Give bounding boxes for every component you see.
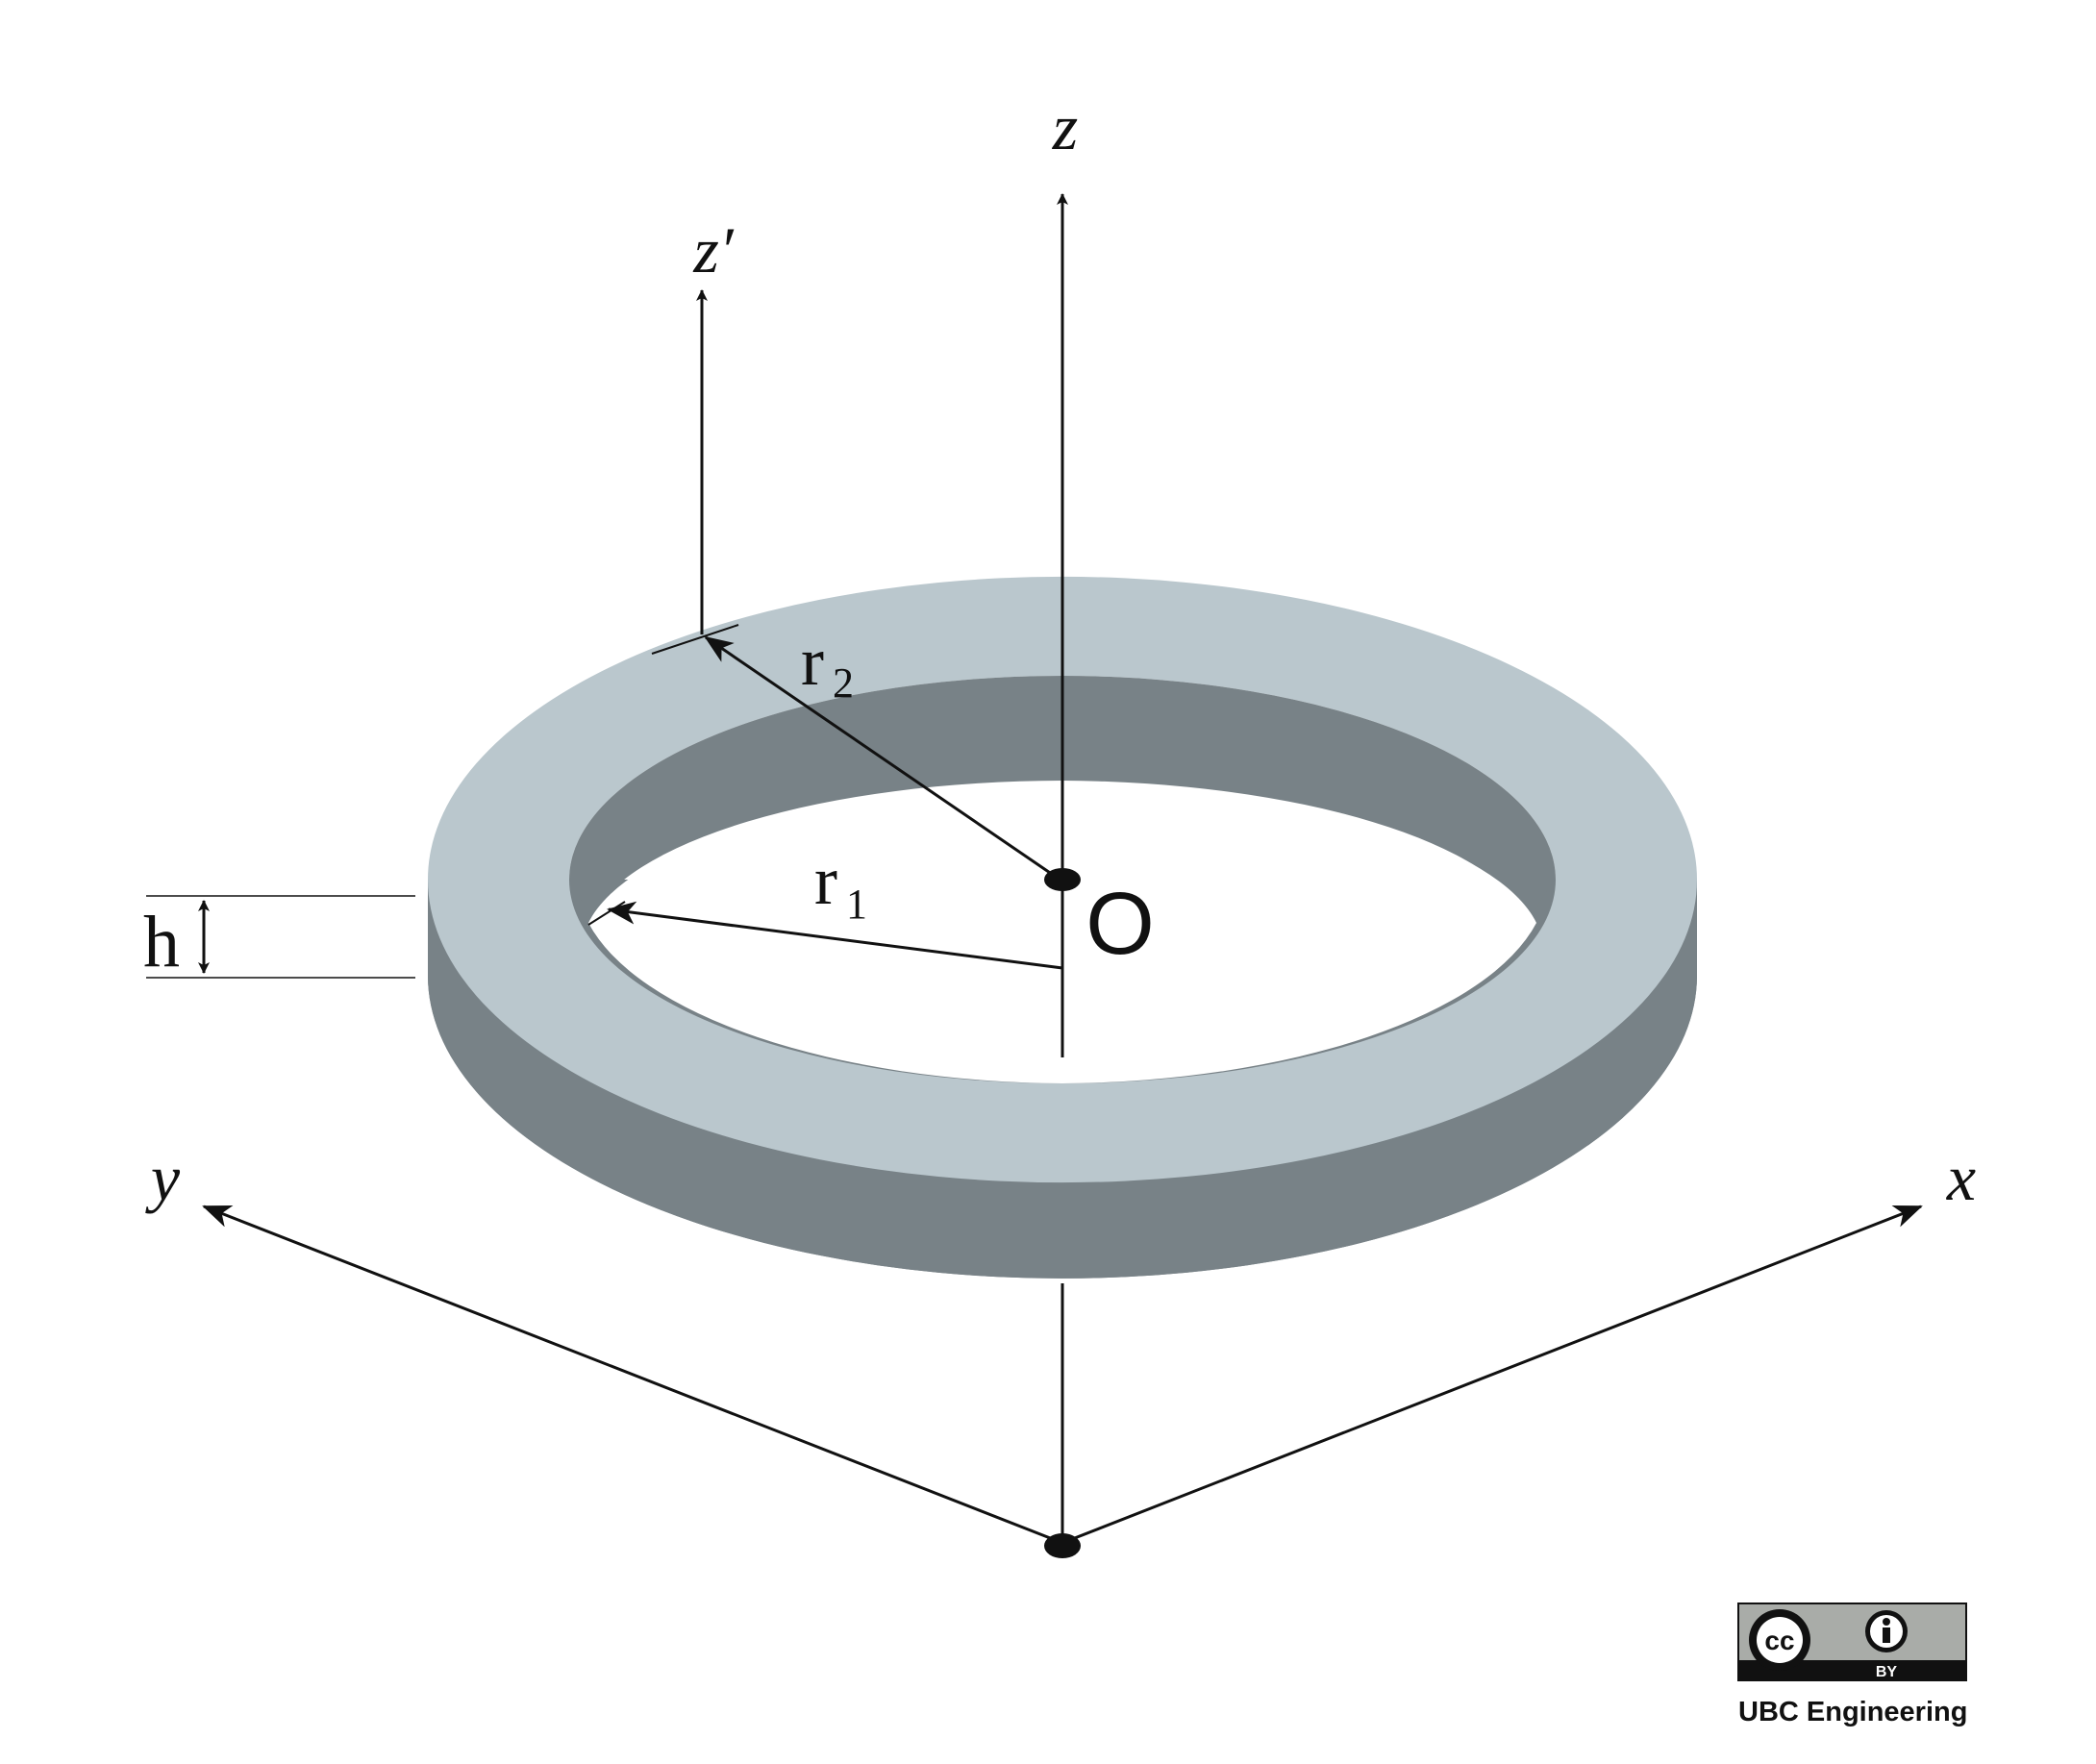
r2-label-subscript: 2 <box>833 659 854 707</box>
r1-label-subscript: 1 <box>846 881 867 928</box>
r1-label: r 1 <box>814 842 867 928</box>
r2-radius-line <box>704 635 1057 879</box>
ring-inner-wall <box>569 676 1556 923</box>
r1-radius-line <box>607 901 1063 970</box>
height-label: h <box>143 902 180 982</box>
x-axis <box>1061 1205 1923 1545</box>
x-axis-label: x <box>1946 1141 1976 1214</box>
cc-by-badge: cc BY <box>1737 1603 1967 1681</box>
badge-by-text: BY <box>1876 1664 1898 1680</box>
credit-text: UBC Engineering <box>1738 1697 1967 1727</box>
origin-label: O <box>1085 875 1155 973</box>
r2-label: r 2 <box>801 623 854 707</box>
r2-label-main: r <box>801 623 824 700</box>
y-axis <box>202 1205 1063 1545</box>
r1-label-main: r <box>814 842 837 919</box>
y-axis-label: y <box>145 1141 181 1214</box>
axes-origin-point <box>1044 1533 1081 1558</box>
z-prime-axis-label: z′ <box>692 213 734 286</box>
r2-tick <box>651 624 739 655</box>
origin-point <box>1044 868 1081 891</box>
cc-icon: cc <box>1749 1609 1810 1671</box>
attribution-person-icon <box>1865 1610 1908 1652</box>
cc-icon-text: cc <box>1764 1626 1794 1655</box>
z-axis-label: z <box>1052 90 1078 163</box>
